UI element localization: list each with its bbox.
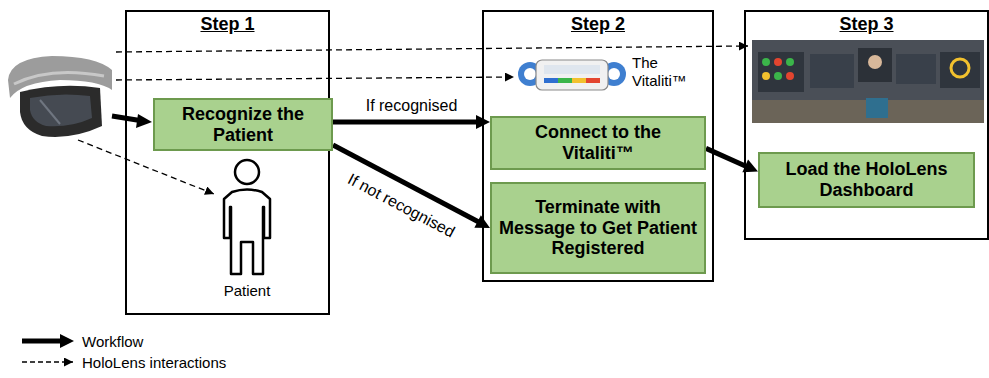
- step-heading: Step 3: [746, 12, 987, 35]
- interaction-arrow: [116, 46, 748, 52]
- box-text: Connect to the Vitaliti™: [498, 122, 698, 163]
- device-label: The Vitaliti™: [632, 54, 696, 90]
- headset-image: [8, 56, 112, 137]
- step-panel: Step 1 Recognize the Patient: [125, 10, 330, 315]
- patient-icon: [224, 160, 270, 274]
- process-box: Terminate with Message to Get Patient Re…: [490, 182, 706, 274]
- step-panel: Step 3 Load the HoloLens Dashboard: [744, 10, 989, 240]
- process-box: Recognize the Patient: [153, 98, 333, 151]
- step-heading: Step 2: [484, 12, 712, 35]
- step-heading: Step 1: [127, 12, 328, 35]
- legend-row: HoloLens interactions: [20, 353, 226, 371]
- legend-interaction-sample: [20, 354, 76, 370]
- box-text: Load the HoloLens Dashboard: [766, 159, 967, 200]
- interaction-arrow: [116, 77, 514, 80]
- patient-label: Patient: [200, 282, 294, 300]
- process-box: Connect to the Vitaliti™: [490, 116, 706, 170]
- vitaliti-device: [518, 60, 626, 90]
- edge-label: If recognised: [366, 97, 458, 115]
- workflow-arrow: [333, 115, 490, 129]
- legend-text: HoloLens interactions: [82, 354, 226, 371]
- process-box: Load the HoloLens Dashboard: [758, 152, 975, 208]
- box-text: Terminate with Message to Get Patient Re…: [498, 197, 698, 259]
- arrow-head: [136, 114, 152, 128]
- legend-text: Workflow: [82, 333, 143, 350]
- step-panel: Step 2 Connect to the Vitaliti™ Terminate …: [482, 10, 714, 282]
- legend-row: Workflow: [20, 332, 143, 350]
- dashboard-screenshot: [752, 40, 984, 123]
- legend-workflow-sample: [20, 333, 76, 349]
- box-text: Recognize the Patient: [161, 104, 325, 145]
